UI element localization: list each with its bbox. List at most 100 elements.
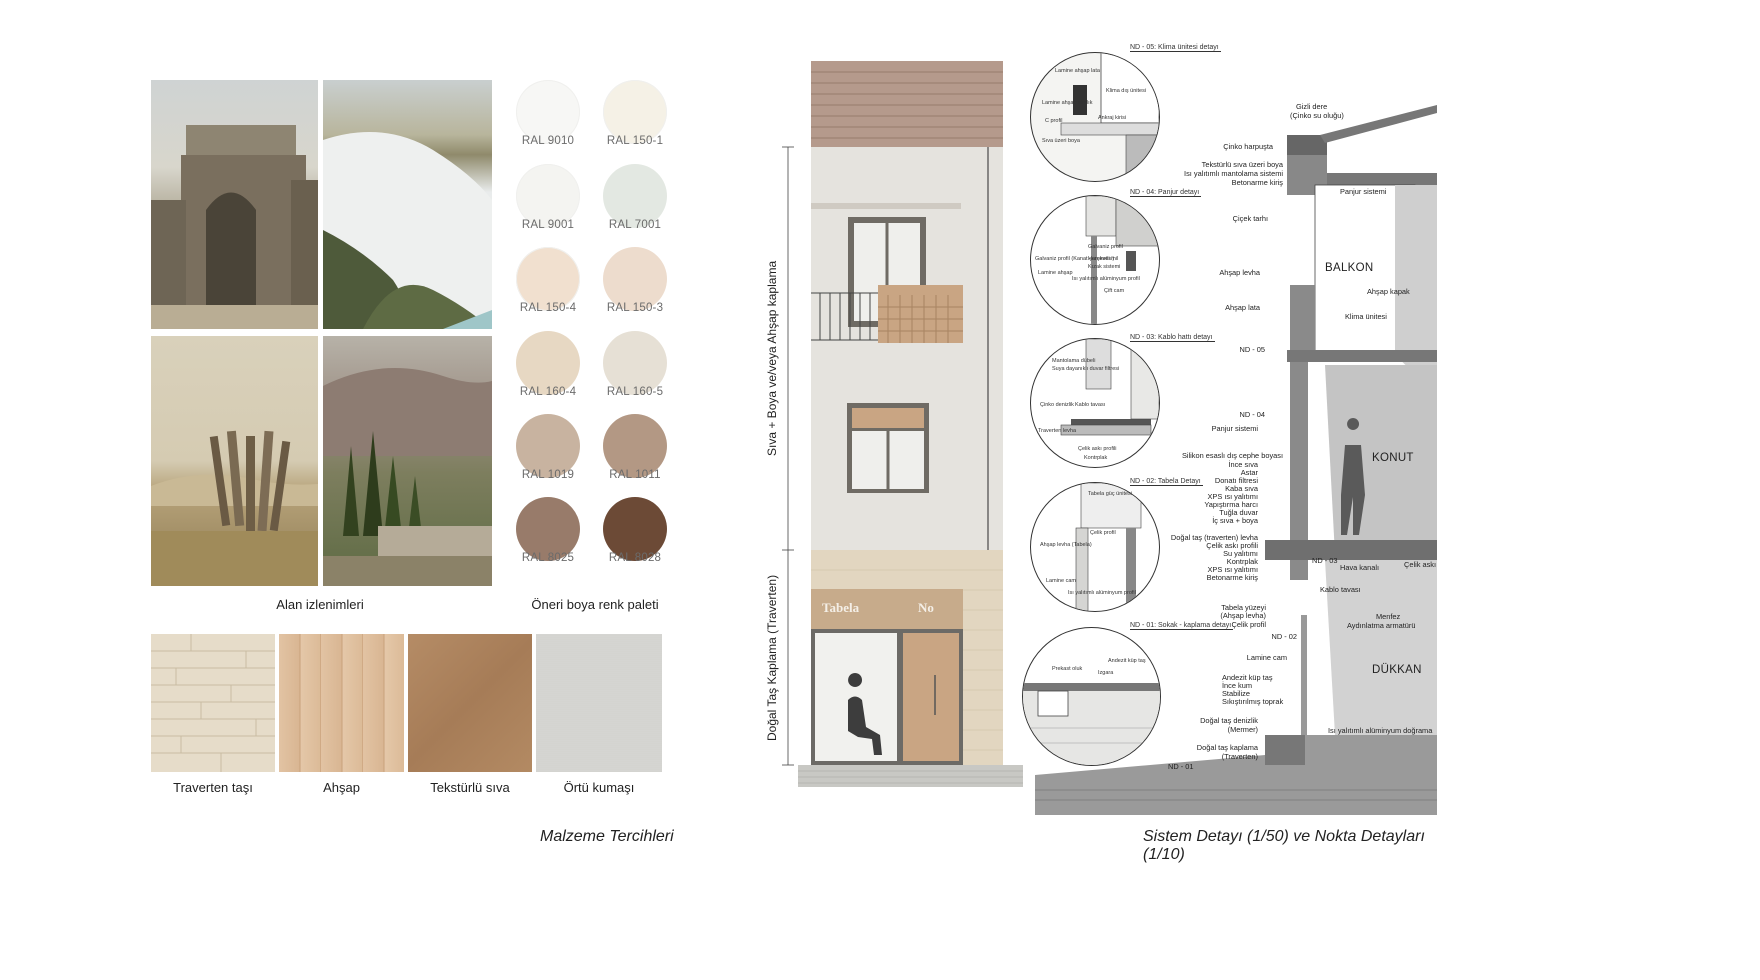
section-note: Çelik profil [1231,620,1267,629]
nd05-drawing [1060,53,1159,181]
section-note: Betonarme kiriş [1206,573,1258,582]
nd03-note-3: Çinko denizlik [1040,402,1074,408]
nd03-note-7: Kontrplak [1084,455,1108,461]
palette-swatch-label: RAL 150-1 [606,135,664,147]
nd01-note-3: Izgara [1098,670,1114,676]
section-note: Lamine cam [1246,653,1287,662]
nd05-title: ND - 05: Klima ünitesi detayı [1130,44,1221,52]
palette-swatch [603,331,667,395]
photos-caption: Alan izlenimleri [276,597,364,612]
site-photo-travertine-terraces [323,80,492,329]
section-note: XPS ısı yalıtımı [1207,565,1258,574]
section-note: Ahşap lata [1225,303,1260,312]
section-title: Sistem Detayı (1/50) ve Nokta Detayları … [1143,828,1425,863]
nd05-note-1: Lamine ahşap lata [1055,68,1100,74]
nd04-note-4: Lamine ahşap [1038,270,1073,276]
nd04-note-2: Galvaniz profil (Kanat çerçevesi) [1035,256,1115,262]
palette-swatch [516,414,580,478]
nd02-drawing [1075,483,1142,611]
nd03-title: ND - 03: Kablo hattı detayı [1130,334,1215,342]
nd05-note-6: Sıva üzeri boya [1042,138,1080,144]
nd02-title: ND - 02: Tabela Detayı [1130,478,1203,486]
palette-caption: Öneri boya renk paleti [531,597,659,612]
palette-swatch [516,247,580,311]
site-photo-wooden-posts [151,336,318,586]
palette-swatch-label: RAL 160-5 [606,386,664,398]
nd03-note-4: Kablo tavası [1075,402,1106,408]
material-label-fabric: Örtü kumaşı [563,780,635,795]
nd05-note-3: Lamine ahşap alınlık [1042,100,1093,106]
detail-nd05 [1030,52,1160,182]
palette-swatch-label: RAL 9010 [521,135,575,147]
palette-swatch [516,331,580,395]
nd04-note-5: Kızak sistemi [1088,264,1121,270]
section-note: Donatı filtresi [1214,476,1258,485]
palette-swatch-label: RAL 150-3 [606,302,664,314]
nd04-title: ND - 04: Panjur detayı [1130,189,1202,197]
section-note: Astar [1240,468,1258,477]
nd02-note-4: Lamine cam [1046,578,1076,584]
nd04-note-3: Hareketli mil [1088,256,1119,262]
room-shop: DÜKKAN [1372,664,1422,676]
note-steel-hanger: Çelik askı [1404,560,1437,569]
nd02-note-2: Çelik profil [1090,530,1116,536]
nd02-note-3: Ahşap levha (Tabela) [1040,542,1092,548]
section-note: (Ahşap levha) [1220,611,1266,620]
detail-nd01 [1022,627,1161,766]
system-section [1035,105,1437,815]
section-note: Isı yalıtımlı mantolama sistemi [1184,169,1283,178]
section-note: Klima ünitesi [1345,312,1387,321]
palette-swatch [603,497,667,561]
section-note: İnce kum [1222,681,1252,690]
section-note: ND - 03 [1312,556,1338,565]
palette-swatch-label: RAL 8025 [521,552,575,564]
section-note: Sıkıştırılmış toprak [1222,697,1284,706]
material-swatch-wood [279,634,404,772]
nd03-note-5: Traverten levha [1038,428,1077,434]
section-note: Kaba sıva [1225,484,1258,493]
palette-swatch [603,247,667,311]
section-note: Panjur sistemi [1211,424,1258,433]
nd03-note-2: Suya dayanıklı duvar filtresi [1052,366,1120,372]
material-swatch-fabric [536,634,662,772]
section-note: Tuğla duvar [1219,508,1258,517]
section-note: Doğal taş kaplama [1196,743,1258,752]
section-note: Doğal taş denizlik [1200,716,1258,725]
palette-swatch-label: RAL 160-4 [519,386,577,398]
note-hidden-gutter: Gizli dere [1296,102,1328,111]
travertine-texture [151,634,275,772]
nd05-note-4: C profil [1045,118,1063,124]
wooden-posts-illustration [151,430,318,586]
section-note: ND - 04 [1239,410,1265,419]
section-note: ND - 05 [1239,345,1265,354]
material-label-travertine: Traverten taşı [173,780,253,795]
palette-swatch [516,164,580,228]
section-note: Andezit küp taş [1222,673,1273,682]
detail-nd02 [1030,482,1160,612]
room-residence: KONUT [1372,452,1414,464]
section-note: (Traverten) [1221,752,1258,761]
section-note: Ahşap kapak [1367,287,1410,296]
palette-swatch-label: RAL 1011 [609,469,661,481]
note-vent: Menfez [1376,612,1401,621]
sign-text-left: Tabela [822,600,860,615]
section-note: Panjur sistemi [1340,187,1387,196]
section-note: İnce sıva [1228,460,1258,469]
note-aluminium-frame: Isı yalıtımlı alüminyum doğrama [1328,726,1433,735]
detail-nd03 [1030,338,1160,468]
material-label-wood: Ahşap [323,780,360,795]
room-balcony: BALKON [1325,262,1374,274]
section-note: Yapıştırma harcı [1204,500,1258,509]
section-note: XPS ısı yalıtımı [1207,492,1258,501]
section-note: Çelik askı profili [1206,541,1258,550]
palette-swatch-label: RAL 9001 [521,219,575,231]
nd02-note-5: Isı yalıtımlı alüminyum profil [1068,590,1136,596]
section-note: Silikon esaslı dış cephe boyası [1181,451,1283,460]
facade-elevation [782,61,1023,787]
section-note: Stabilize [1222,689,1250,698]
nd01-note-1: Prekast oluk [1052,666,1083,672]
palette-swatch-label: RAL 7001 [608,219,662,231]
section-note: (Mermer) [1227,725,1258,734]
section-note: Tabela yüzeyi [1221,603,1266,612]
section-note: Betonarme kiriş [1231,178,1283,187]
